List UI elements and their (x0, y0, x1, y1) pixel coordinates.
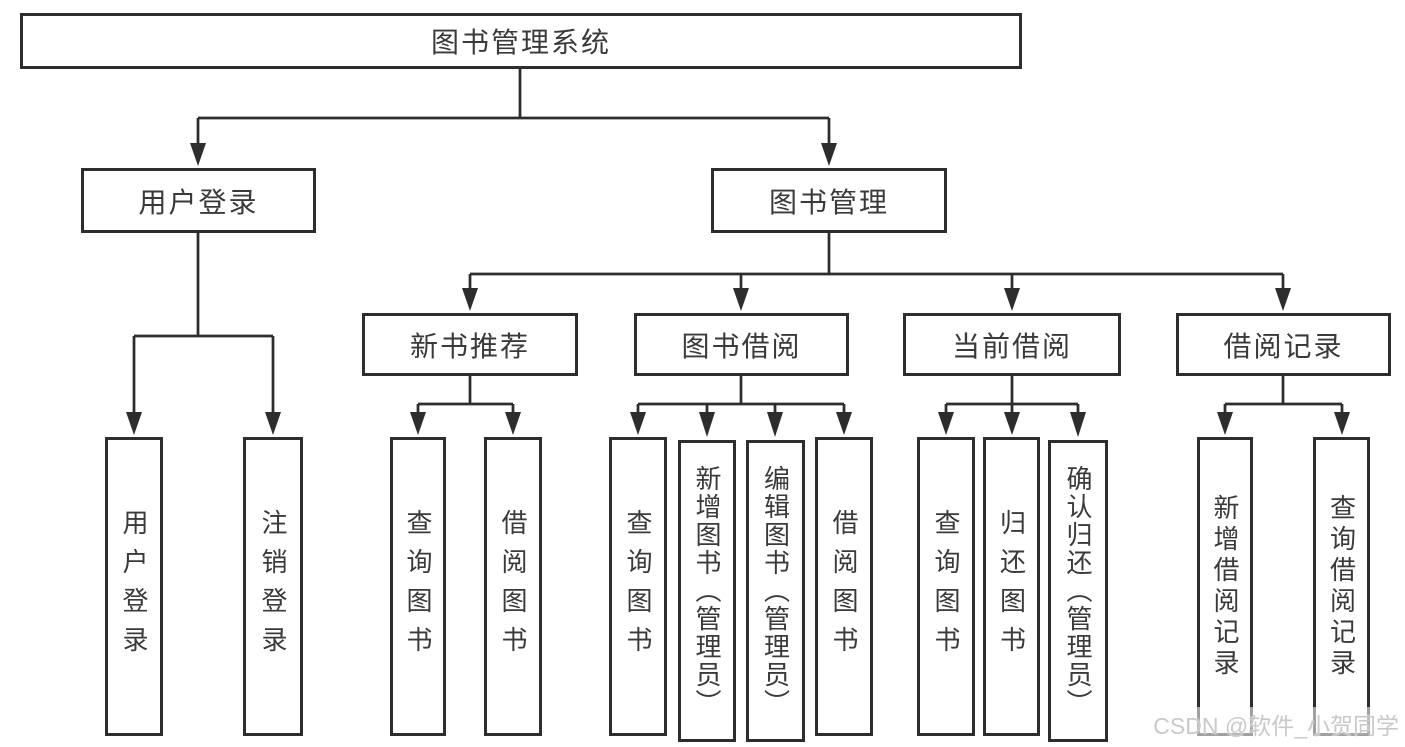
node-borrow-records: 借阅记录 (1176, 313, 1391, 376)
node-user-login: 用户登录 (81, 168, 316, 233)
node-label: 借阅记录 (1223, 330, 1344, 362)
node-label: 注销登录 (258, 508, 288, 665)
node-label: 归还图书 (996, 508, 1027, 665)
node-label: 新书推荐 (409, 330, 530, 362)
watermark: CSDN @软件_小贺同学 (1151, 707, 1401, 741)
node-label: 图书管理 (768, 186, 889, 218)
leaf-query-books-recommend: 查询图书 (390, 437, 446, 736)
node-label: 用户登录 (119, 508, 149, 665)
leaf-query-books-current: 查询图书 (917, 437, 975, 736)
node-label: 查询图书 (403, 508, 433, 665)
leaf-query-borrow-record: 查询借阅记录 (1313, 437, 1370, 736)
node-label: 新增借阅记录 (1210, 493, 1240, 680)
leaf-borrow-books: 借阅图书 (815, 437, 873, 736)
node-label: 编辑图书（管理员） (760, 465, 791, 717)
node-label: 当前借阅 (951, 330, 1072, 362)
node-label: 借阅图书 (498, 508, 528, 665)
node-book-management: 图书管理 (711, 168, 947, 233)
node-library-system-root: 图书管理系统 (20, 13, 1022, 69)
node-current-borrow: 当前借阅 (903, 313, 1121, 376)
leaf-add-books-admin: 新增图书（管理员） (678, 440, 736, 742)
node-label: 借阅图书 (829, 508, 859, 665)
leaf-return-books: 归还图书 (983, 437, 1040, 736)
leaf-edit-books-admin: 编辑图书（管理员） (746, 440, 805, 742)
node-label: 图书管理系统 (430, 27, 611, 58)
node-label: 图书借阅 (681, 330, 802, 362)
leaf-user-login: 用户登录 (105, 437, 163, 736)
node-label: 查询借阅记录 (1326, 493, 1357, 680)
leaf-logout: 注销登录 (243, 437, 303, 736)
node-label: 查询图书 (931, 508, 961, 665)
node-label: 用户登录 (138, 186, 259, 218)
leaf-query-books-borrow: 查询图书 (609, 437, 667, 736)
node-book-borrow: 图书借阅 (634, 313, 849, 376)
leaf-confirm-return-admin: 确认归还（管理员） (1048, 440, 1108, 742)
node-label: 确认归还（管理员） (1063, 465, 1093, 717)
leaf-borrow-books-recommend: 借阅图书 (484, 437, 542, 736)
node-label: 新增图书（管理员） (692, 465, 722, 717)
node-new-book-recommend: 新书推荐 (362, 313, 578, 376)
node-label: 查询图书 (623, 508, 653, 665)
leaf-add-borrow-record: 新增借阅记录 (1197, 437, 1253, 736)
